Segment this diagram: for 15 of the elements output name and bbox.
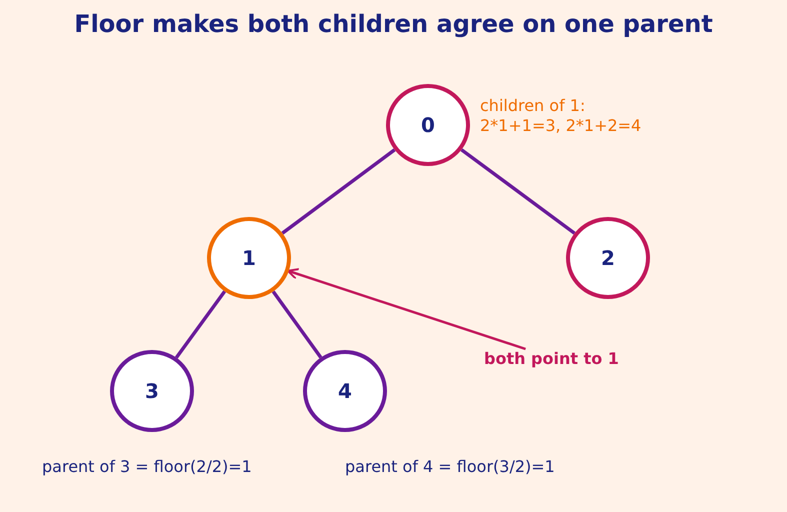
tree-edge	[281, 148, 396, 235]
tree-edge	[272, 290, 322, 358]
node-number: 4	[338, 379, 352, 403]
node-number: 2	[601, 246, 615, 270]
tree-edge	[460, 148, 576, 235]
title: Floor makes both children agree on one parent	[73, 10, 714, 38]
callout-text: both point to 1	[484, 349, 619, 368]
annotation-note: children of 1: 2*1+1=3, 2*1+2=4	[480, 96, 642, 136]
node-number: 0	[421, 113, 435, 137]
formula-note: parent of 4 = floor(3/2)=1	[345, 457, 555, 477]
node-number: 3	[145, 379, 159, 403]
leader-arrow	[286, 268, 526, 350]
node-number: 1	[242, 246, 256, 270]
tree-edge	[174, 290, 226, 359]
formula-note: parent of 3 = floor(2/2)=1	[42, 457, 252, 477]
